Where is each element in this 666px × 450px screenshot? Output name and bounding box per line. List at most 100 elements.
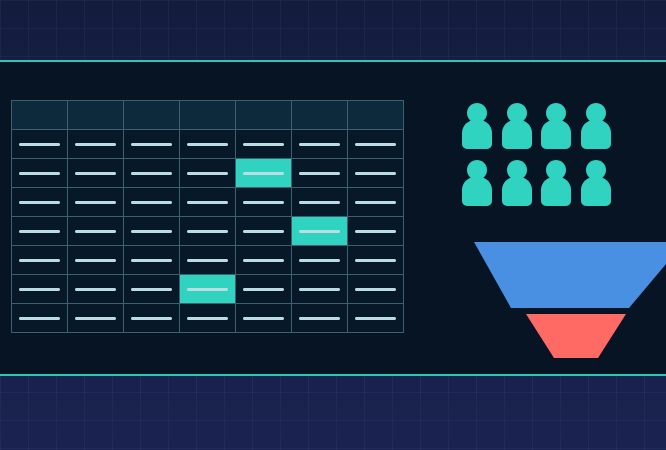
table-row bbox=[11, 216, 404, 246]
placeholder-line bbox=[299, 316, 340, 320]
person-head bbox=[506, 160, 527, 180]
person-head bbox=[546, 160, 566, 180]
placeholder-line bbox=[131, 258, 172, 262]
table-cell bbox=[123, 274, 180, 304]
placeholder-line bbox=[19, 171, 60, 175]
table-cell bbox=[179, 303, 236, 333]
table-cell bbox=[347, 245, 404, 275]
funnel-stage-bottom bbox=[526, 314, 626, 358]
table-cell bbox=[179, 129, 236, 159]
funnel-icon bbox=[474, 242, 666, 358]
placeholder-line bbox=[131, 229, 172, 233]
placeholder-line bbox=[243, 171, 284, 175]
placeholder-line bbox=[187, 142, 228, 146]
placeholder-line bbox=[75, 258, 116, 262]
table-cell bbox=[11, 303, 68, 333]
table-cell bbox=[67, 129, 124, 159]
data-table bbox=[11, 100, 404, 333]
person-icon bbox=[541, 160, 571, 206]
table-cell bbox=[67, 274, 124, 304]
placeholder-line bbox=[75, 200, 116, 204]
placeholder-line bbox=[355, 229, 396, 233]
table-cell bbox=[347, 158, 404, 188]
table-header-cell bbox=[291, 100, 348, 130]
placeholder-line bbox=[243, 142, 284, 146]
person-head bbox=[585, 160, 606, 180]
table-cell bbox=[11, 245, 68, 275]
table-cell bbox=[67, 158, 124, 188]
person-icon bbox=[501, 103, 532, 149]
table-cell bbox=[123, 216, 180, 246]
person-body bbox=[541, 177, 571, 206]
placeholder-line bbox=[243, 287, 284, 291]
table-cell bbox=[235, 245, 292, 275]
table-header-cell bbox=[179, 100, 236, 130]
table-cell bbox=[347, 216, 404, 246]
person-body bbox=[462, 120, 492, 149]
placeholder-line bbox=[75, 142, 116, 146]
person-body bbox=[501, 120, 532, 149]
placeholder-line bbox=[131, 142, 172, 146]
table-row bbox=[11, 245, 404, 275]
person-icon bbox=[462, 103, 492, 149]
funnel-stage-top bbox=[474, 242, 666, 308]
table-cell bbox=[291, 274, 348, 304]
table-row bbox=[11, 129, 404, 159]
placeholder-line bbox=[299, 171, 340, 175]
person-body bbox=[501, 177, 532, 206]
placeholder-line bbox=[131, 316, 172, 320]
table-header-row bbox=[11, 100, 404, 130]
highlighted-cell bbox=[235, 158, 292, 188]
table-header-cell bbox=[11, 100, 68, 130]
placeholder-line bbox=[187, 258, 228, 262]
placeholder-line bbox=[299, 287, 340, 291]
placeholder-line bbox=[355, 287, 396, 291]
table-cell bbox=[123, 303, 180, 333]
placeholder-line bbox=[187, 229, 228, 233]
table-header-cell bbox=[67, 100, 124, 130]
table-cell bbox=[291, 187, 348, 217]
table-row bbox=[11, 274, 404, 304]
table-cell bbox=[123, 187, 180, 217]
table-cell bbox=[67, 187, 124, 217]
people-group bbox=[462, 103, 622, 209]
table-header-cell bbox=[235, 100, 292, 130]
person-body bbox=[580, 177, 611, 206]
placeholder-line bbox=[187, 316, 228, 320]
placeholder-line bbox=[355, 258, 396, 262]
table-row bbox=[11, 158, 404, 188]
table-cell bbox=[11, 274, 68, 304]
person-head bbox=[467, 103, 487, 123]
table-cell bbox=[235, 187, 292, 217]
placeholder-line bbox=[19, 142, 60, 146]
table-row bbox=[11, 187, 404, 217]
placeholder-line bbox=[355, 142, 396, 146]
table-cell bbox=[67, 216, 124, 246]
table-cell bbox=[347, 274, 404, 304]
placeholder-line bbox=[243, 316, 284, 320]
table-cell bbox=[235, 129, 292, 159]
placeholder-line bbox=[19, 200, 60, 204]
placeholder-line bbox=[131, 171, 172, 175]
placeholder-line bbox=[187, 200, 228, 204]
highlighted-cell bbox=[179, 274, 236, 304]
table-cell bbox=[347, 129, 404, 159]
table-cell bbox=[11, 129, 68, 159]
person-body bbox=[580, 120, 611, 149]
person-icon bbox=[580, 103, 611, 149]
table-cell bbox=[11, 187, 68, 217]
person-icon bbox=[580, 160, 611, 206]
placeholder-line bbox=[19, 229, 60, 233]
person-head bbox=[546, 103, 566, 123]
placeholder-line bbox=[299, 229, 340, 233]
table-cell bbox=[347, 303, 404, 333]
placeholder-line bbox=[131, 200, 172, 204]
placeholder-line bbox=[355, 171, 396, 175]
placeholder-line bbox=[75, 171, 116, 175]
table-cell bbox=[291, 245, 348, 275]
placeholder-line bbox=[299, 258, 340, 262]
placeholder-line bbox=[243, 229, 284, 233]
person-icon bbox=[541, 103, 571, 149]
placeholder-line bbox=[75, 229, 116, 233]
placeholder-line bbox=[19, 316, 60, 320]
